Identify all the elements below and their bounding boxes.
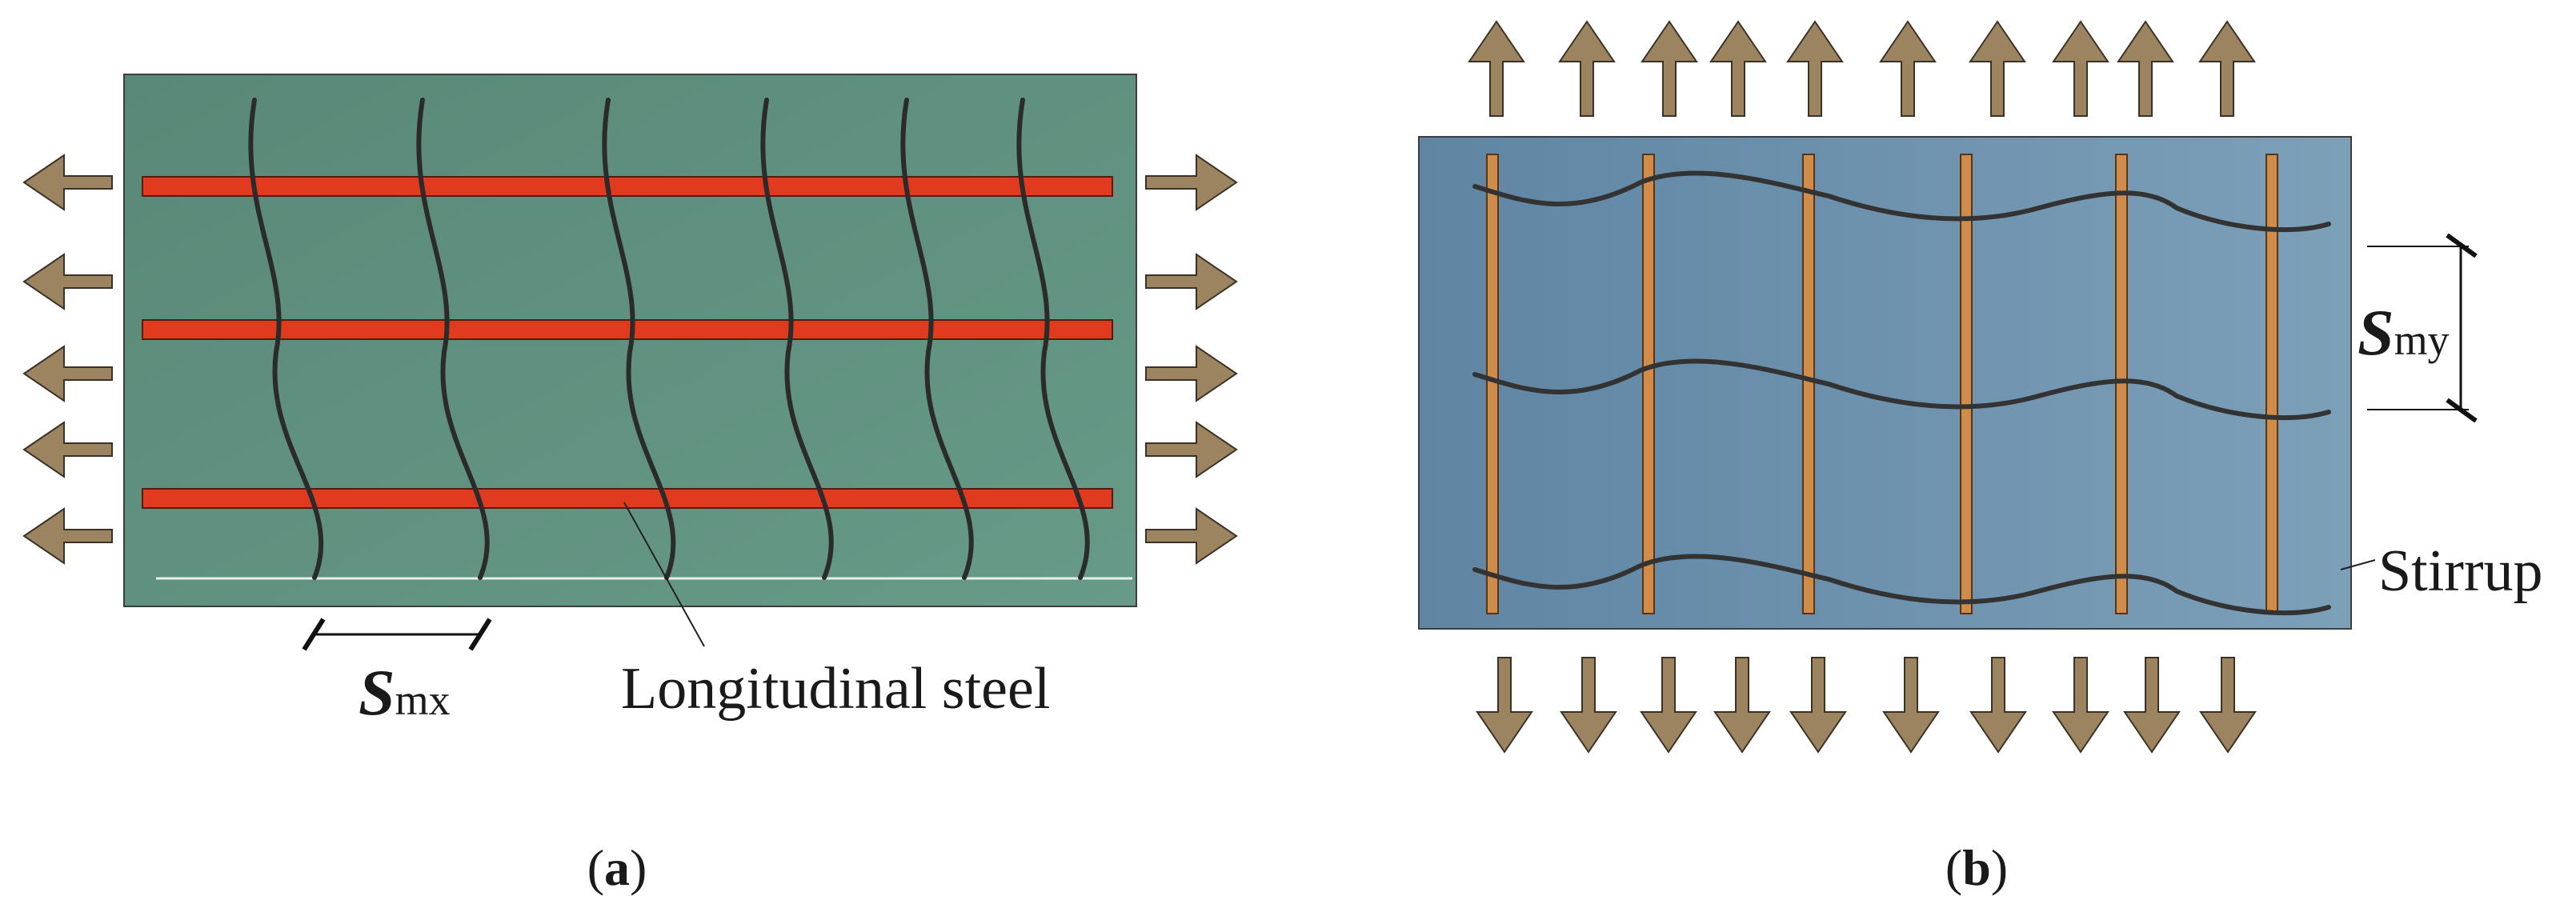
arrow-right-icon bbox=[1145, 345, 1238, 402]
arrow-down-icon bbox=[1882, 657, 1940, 754]
arrow-down-icon bbox=[2199, 657, 2257, 754]
arrow-up-icon bbox=[2198, 20, 2256, 117]
crack-line bbox=[1472, 170, 2331, 233]
stirrup-bar bbox=[1642, 154, 1655, 614]
arrow-up-icon bbox=[1709, 20, 1767, 117]
crack-lines-b bbox=[1472, 170, 2331, 616]
arrow-right-icon bbox=[1145, 507, 1238, 565]
arrow-left-icon bbox=[22, 507, 113, 565]
callout-stirrup: Stirrup bbox=[2378, 538, 2543, 604]
arrow-up-icon bbox=[1969, 20, 2026, 117]
arrow-right-icon bbox=[1145, 253, 1238, 310]
crack-lines-a bbox=[248, 98, 1090, 580]
arrow-down-icon bbox=[2052, 657, 2109, 754]
arrow-left-icon bbox=[22, 345, 113, 402]
arrow-left-icon bbox=[22, 421, 113, 478]
steel-bar bbox=[142, 319, 1113, 340]
panel-a: Smx Longitudinal steel (a) bbox=[22, 74, 1238, 896]
spacing-label-a: Smx bbox=[359, 656, 451, 729]
crack-line bbox=[1472, 554, 2331, 616]
stirrup-bar bbox=[1802, 154, 1815, 614]
dimension-tick bbox=[2446, 398, 2478, 423]
dimension-tick bbox=[2446, 233, 2478, 258]
spacing-symbol: S bbox=[359, 656, 395, 729]
spacing-subscript: my bbox=[2394, 316, 2450, 364]
arrow-up-icon bbox=[1558, 20, 1616, 117]
arrow-up-icon bbox=[1879, 20, 1937, 117]
tension-arrows-right bbox=[1145, 154, 1238, 565]
crack-line bbox=[248, 98, 324, 580]
arrow-left-icon bbox=[22, 154, 113, 211]
arrow-down-icon bbox=[1789, 657, 1847, 754]
concrete-block-b bbox=[1418, 136, 2352, 630]
stirrup-bar bbox=[2266, 154, 2278, 614]
arrow-down-icon bbox=[1969, 657, 2027, 754]
tension-arrows-top bbox=[1468, 20, 2256, 117]
stirrup-bar bbox=[1486, 154, 1499, 614]
arrow-down-icon bbox=[1713, 657, 1771, 754]
dimension-tick bbox=[468, 618, 492, 651]
tension-arrows-bottom bbox=[1476, 657, 2257, 754]
steel-bar bbox=[142, 176, 1113, 197]
stirrup-bar bbox=[1960, 154, 1973, 614]
arrow-up-icon bbox=[1786, 20, 1844, 117]
arrow-up-icon bbox=[1468, 20, 1525, 117]
arrow-down-icon bbox=[1640, 657, 1697, 754]
stirrup-bar bbox=[2115, 154, 2128, 614]
arrow-up-icon bbox=[1641, 20, 1698, 117]
tension-arrows-left bbox=[22, 154, 113, 565]
dimension-tick bbox=[302, 618, 326, 651]
arrow-up-icon bbox=[2117, 20, 2174, 117]
arrow-down-icon bbox=[1560, 657, 1617, 754]
crack-line bbox=[760, 98, 834, 580]
spacing-subscript: mx bbox=[395, 676, 451, 724]
longitudinal-steel-bars bbox=[142, 176, 1113, 509]
arrow-right-icon bbox=[1145, 421, 1238, 478]
arrow-up-icon bbox=[2052, 20, 2109, 117]
arrow-left-icon bbox=[22, 253, 113, 310]
arrow-right-icon bbox=[1145, 154, 1238, 211]
crack-line bbox=[900, 98, 974, 580]
panel-b: Smy Stirrup (b) bbox=[1418, 20, 2543, 896]
spacing-label-b: Smy bbox=[2358, 296, 2450, 369]
panel-label-a: (a) bbox=[587, 839, 647, 896]
crack-line bbox=[602, 98, 676, 580]
crack-line bbox=[416, 98, 490, 580]
callout-leader-a bbox=[623, 502, 705, 647]
arrow-down-icon bbox=[2123, 657, 2181, 754]
callout-leader-b bbox=[2340, 559, 2376, 570]
spacing-symbol: S bbox=[2358, 296, 2394, 369]
callout-longitudinal-steel: Longitudinal steel bbox=[621, 656, 1050, 722]
spacing-dimension-a bbox=[302, 618, 492, 651]
panel-label-b: (b) bbox=[1945, 839, 2008, 896]
arrow-down-icon bbox=[1476, 657, 1533, 754]
crack-line bbox=[1472, 358, 2331, 421]
spacing-dimension-b bbox=[2367, 233, 2478, 423]
crack-line bbox=[1016, 98, 1090, 580]
